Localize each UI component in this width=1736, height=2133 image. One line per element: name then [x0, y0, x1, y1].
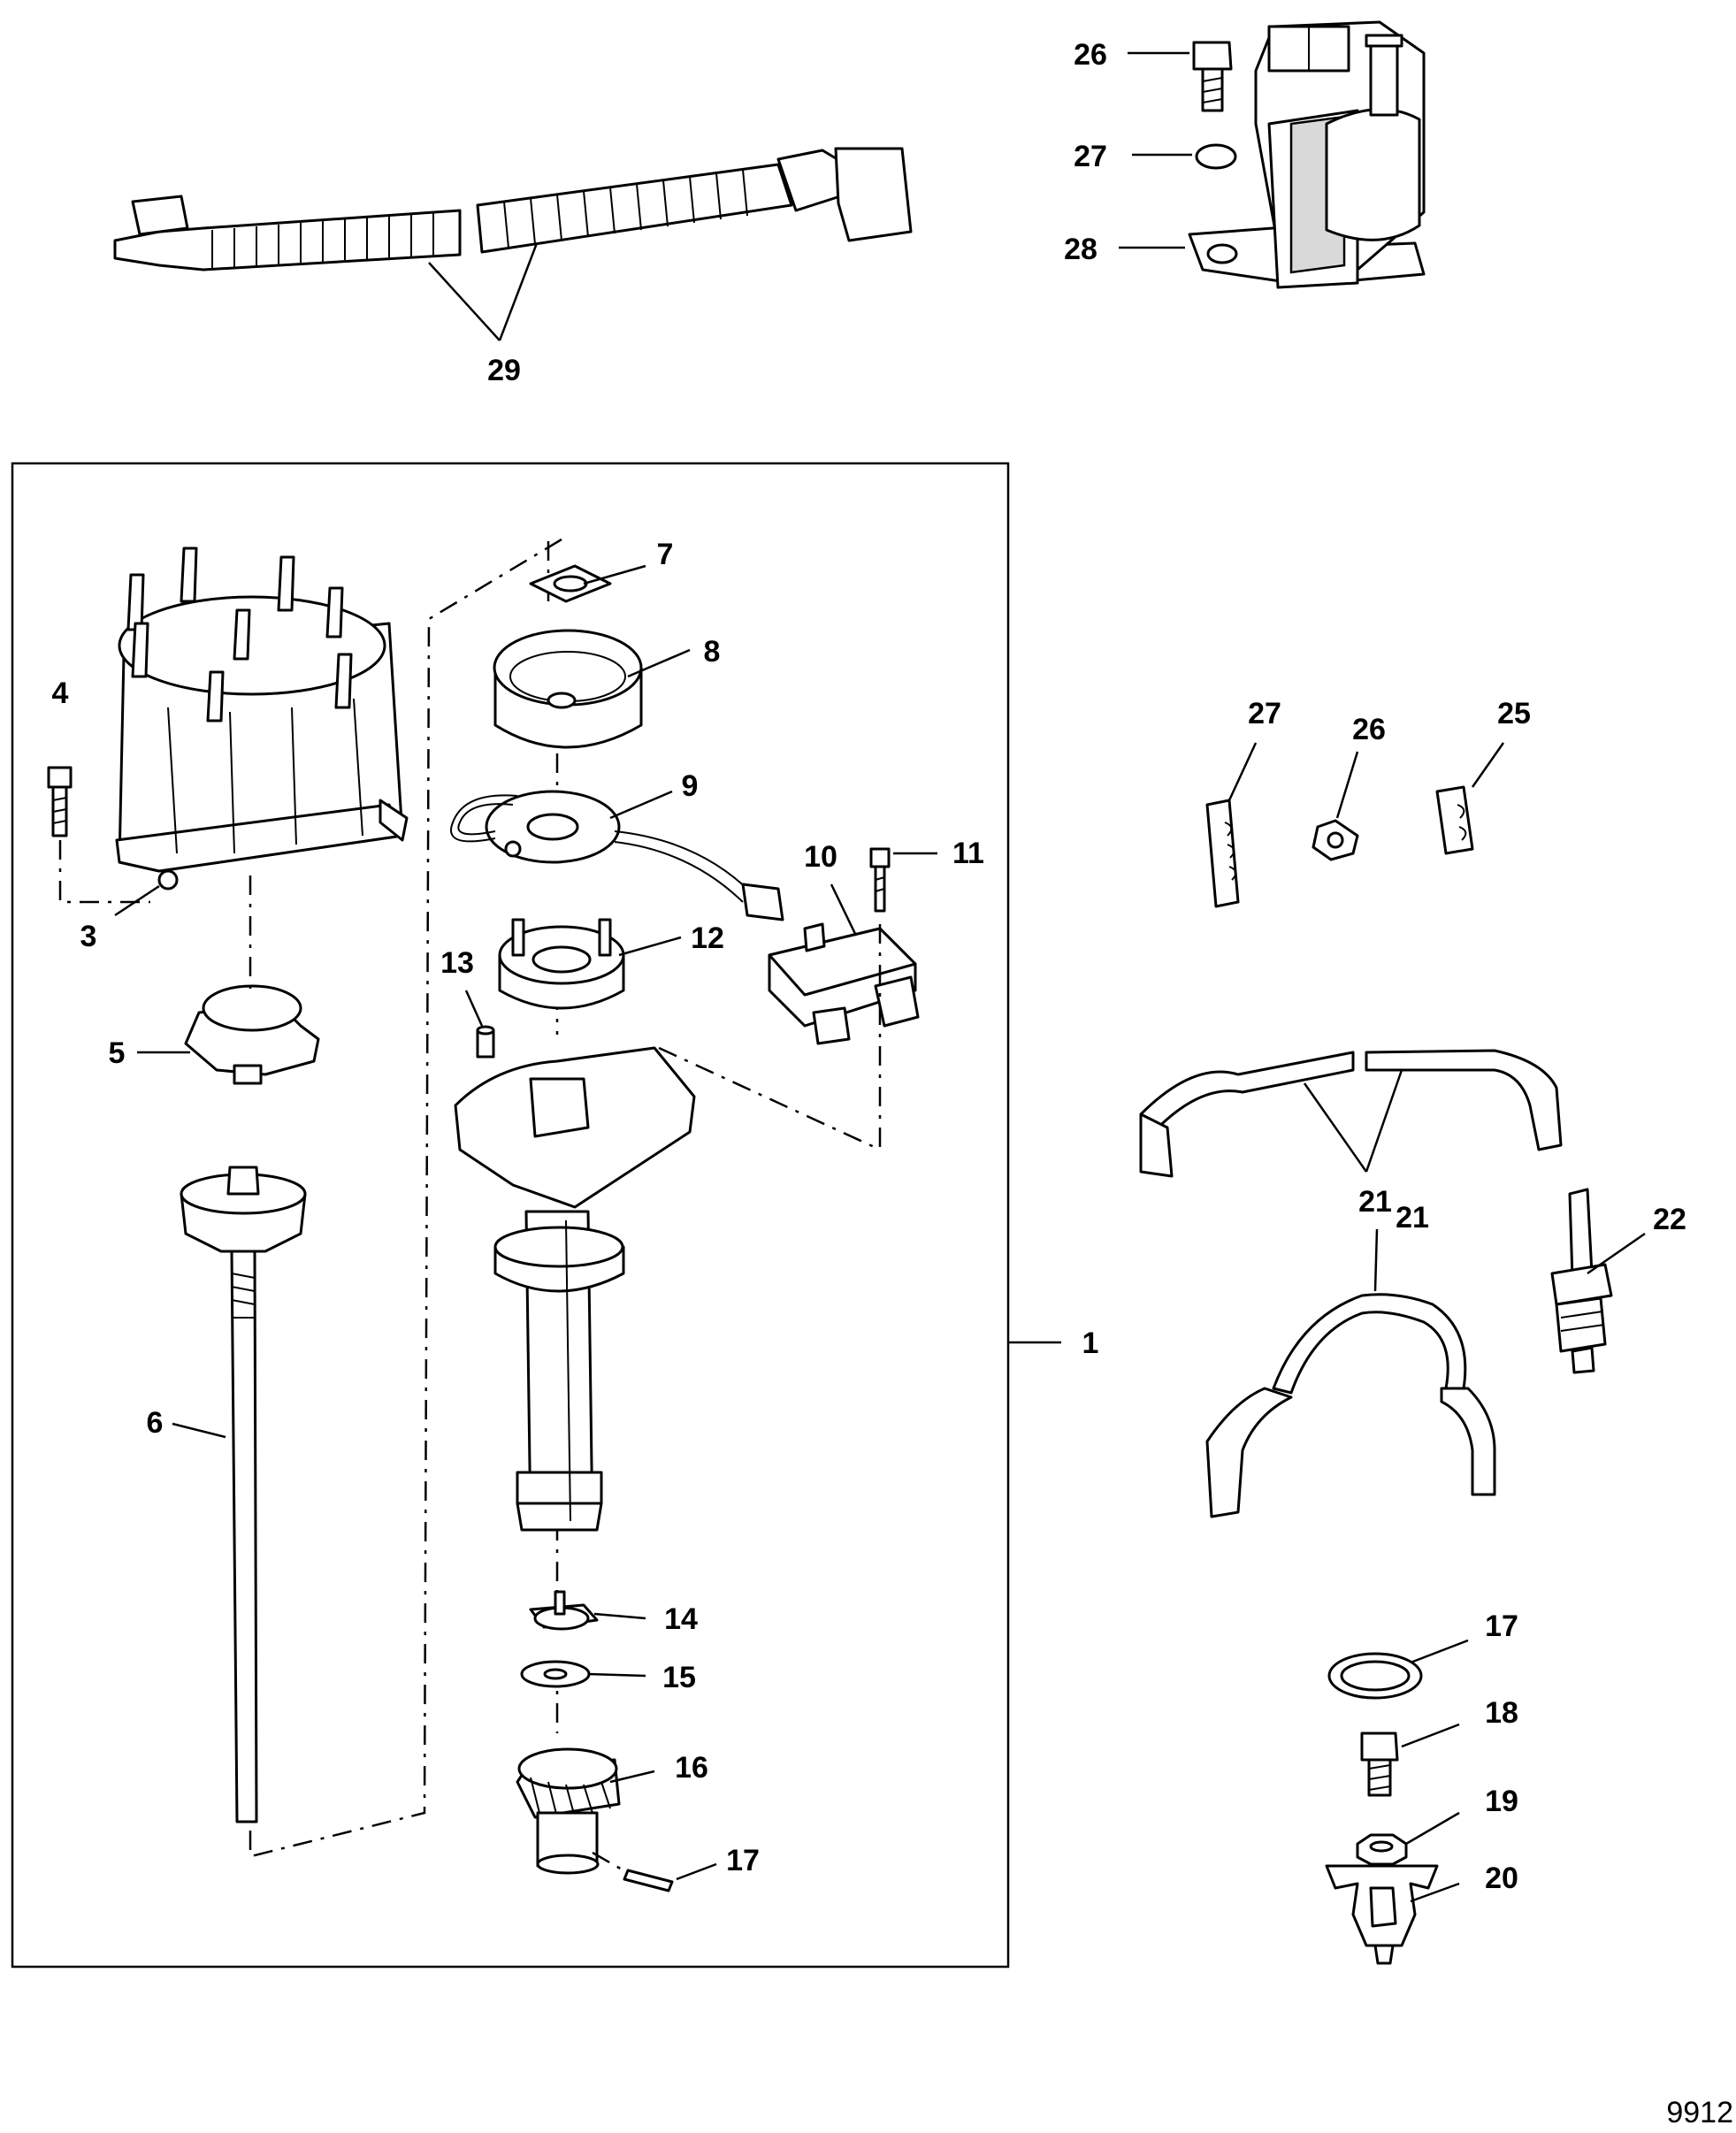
- pin-part-12: [476, 1025, 495, 1059]
- housing-part-body: [454, 1046, 696, 1532]
- leader-line-5: [172, 1422, 226, 1439]
- leader-line-22: [1587, 1232, 1646, 1275]
- callout-26: 26: [1074, 38, 1107, 72]
- nut-part-19: [1356, 1833, 1408, 1866]
- pickup-coil-part-8: [450, 790, 784, 921]
- leader-line-23: [1471, 742, 1505, 788]
- leader-line-14: [587, 1672, 646, 1678]
- callout-10: 11: [952, 837, 984, 870]
- callout-5: 6: [147, 1406, 164, 1440]
- callout-25: 27: [1248, 697, 1281, 730]
- reference-number: 9912: [1666, 2096, 1733, 2129]
- spark-plug-part-22: [1550, 1188, 1613, 1374]
- callout-27: 27: [1074, 140, 1107, 173]
- callout-19: 19: [1485, 1785, 1518, 1818]
- bolt-part-26: [1192, 41, 1233, 112]
- callout-20: 20: [1485, 1862, 1518, 1895]
- leader-line-11: [618, 936, 682, 957]
- bushing-part-13: [529, 1590, 599, 1631]
- module-part-9: [768, 922, 920, 1045]
- leader-line-21a-right: [1365, 1069, 1403, 1173]
- spark-plug-wire-part-21b: [1205, 1293, 1496, 1518]
- leader-line-6: [583, 564, 646, 585]
- leader-line-24: [1335, 751, 1359, 819]
- retainer-part-11: [498, 918, 625, 1010]
- leader-line-8: [609, 790, 673, 820]
- callout-13: 14: [664, 1602, 698, 1636]
- callout-23: 25: [1497, 697, 1531, 730]
- wire-separator-part-25: [1205, 799, 1240, 908]
- callout-4: 5: [109, 1036, 126, 1070]
- wire-separator-part-23: [1435, 785, 1474, 855]
- leader-line-16: [676, 1862, 717, 1881]
- callout-14: 15: [662, 1661, 696, 1694]
- leader-line-18: [1401, 1723, 1460, 1748]
- callout-21-upper: 21: [1358, 1185, 1392, 1219]
- leader-line-17: [1410, 1639, 1469, 1664]
- leader-line-13: [593, 1612, 646, 1620]
- washer-part-27: [1195, 143, 1237, 170]
- screw-part-10: [869, 847, 891, 913]
- leader-line-9: [830, 883, 858, 937]
- gasket-part-6: [529, 564, 612, 603]
- callout-6: 7: [657, 538, 674, 571]
- callout-15: 16: [675, 1751, 708, 1785]
- wiring-harness-part: [113, 147, 913, 271]
- leader-line-21b: [1373, 1228, 1379, 1292]
- shaft-part-5: [180, 1166, 307, 1823]
- callout-17: 17: [1485, 1609, 1518, 1643]
- leader-line-15: [609, 1770, 655, 1784]
- leader-line-29a: [428, 262, 501, 341]
- callout-21-lower: 21: [1396, 1201, 1429, 1235]
- leader-line-21a-left: [1303, 1082, 1368, 1173]
- callout-24: 26: [1352, 713, 1386, 746]
- leader-line-19: [1405, 1811, 1460, 1846]
- kit-boundary-box: [11, 462, 1010, 1969]
- spark-plug-wire-part-21a: [1139, 1049, 1563, 1178]
- callout-28: 28: [1064, 233, 1097, 266]
- leader-line-2: [114, 884, 160, 917]
- shield-part-7: [493, 629, 643, 749]
- washer-part-14: [520, 1660, 591, 1688]
- callout-16: 17: [726, 1844, 760, 1877]
- screw-part-3: [47, 766, 73, 837]
- ignition-coil-part: [1188, 20, 1426, 289]
- callout-11: 12: [691, 921, 724, 955]
- callout-22: 22: [1653, 1203, 1686, 1236]
- callout-3: 4: [52, 677, 69, 710]
- bolt-part-18: [1360, 1732, 1399, 1797]
- distributor-cap-part: [115, 547, 409, 891]
- clamp-part-20: [1325, 1864, 1439, 1965]
- callout-12: 13: [440, 946, 474, 980]
- callout-2: 3: [80, 920, 97, 953]
- callout-8: 9: [682, 769, 699, 803]
- callout-1: 1: [1082, 1326, 1099, 1360]
- pin-dash-line: [592, 1851, 624, 1872]
- gear-part-15: [516, 1747, 621, 1875]
- washer-part-17: [1327, 1652, 1423, 1700]
- callout-7: 8: [704, 635, 721, 669]
- leader-dash-3: [58, 840, 150, 904]
- leader-line-25: [1227, 742, 1258, 801]
- leader-line-20: [1410, 1882, 1460, 1903]
- callout-9: 10: [804, 840, 837, 874]
- leader-line-12: [464, 990, 484, 1027]
- callout-29: 29: [487, 354, 521, 387]
- roll-pin-part-16: [623, 1869, 674, 1892]
- callout-18: 18: [1485, 1696, 1518, 1730]
- leader-line-7: [627, 648, 691, 678]
- rotor-part-4: [184, 984, 320, 1085]
- assembly-dash-line: [247, 538, 562, 1859]
- leader-line-29b: [498, 242, 539, 341]
- wire-separator-part-24: [1312, 819, 1359, 861]
